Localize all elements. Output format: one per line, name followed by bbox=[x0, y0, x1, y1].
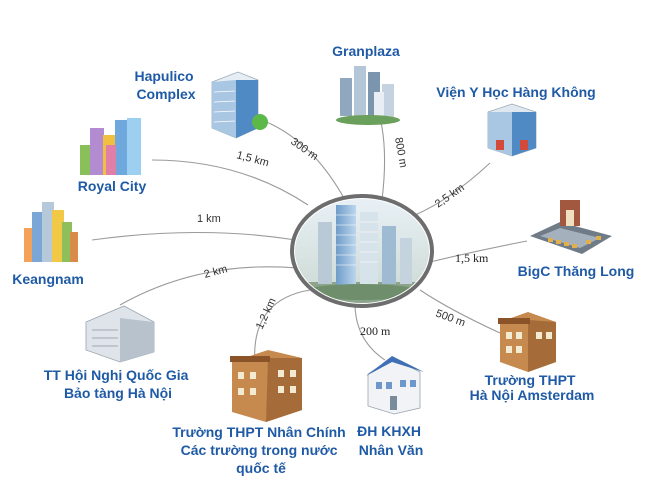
spoke-vien-y-hoc bbox=[414, 162, 491, 216]
distance-dh-khxh: 200 m bbox=[360, 324, 391, 338]
spoke-granplaza bbox=[379, 117, 386, 201]
label-nhan-chinh: Trường THPT Nhân Chính Các trường trong … bbox=[172, 424, 349, 476]
spoke-nhan-chinh bbox=[254, 289, 311, 366]
spoke-amsterdam bbox=[419, 289, 501, 334]
vien-y-hoc-building-icon bbox=[487, 103, 537, 157]
keangnam-building-icon bbox=[24, 202, 78, 262]
granplaza-building-icon bbox=[336, 66, 400, 125]
center-project-image bbox=[290, 194, 434, 308]
bigc-building-icon bbox=[530, 200, 612, 254]
distance-granplaza: 800 m bbox=[392, 136, 409, 168]
spoke-dh-khxh bbox=[354, 302, 386, 361]
distance-amsterdam: 500 m bbox=[434, 308, 467, 330]
distance-tt-hoi-nghi: 2 km bbox=[203, 263, 229, 281]
distance-royal-city: 1,5 km bbox=[235, 149, 270, 169]
place-labels: Hapulico Complex Granplaza Viện Y Học Hà… bbox=[12, 43, 634, 476]
connector-lines bbox=[91, 117, 528, 366]
label-bigc: BigC Thăng Long bbox=[518, 263, 635, 279]
spoke-keangnam bbox=[91, 231, 297, 241]
distance-bigc: 1,5 km bbox=[455, 251, 489, 265]
spoke-bigc bbox=[429, 240, 528, 263]
distance-keangnam: 1 km bbox=[197, 213, 221, 225]
spoke-hapulico bbox=[261, 119, 346, 201]
hapulico-building-icon bbox=[211, 71, 268, 139]
tt-hoi-nghi-building-icon bbox=[85, 305, 155, 363]
label-tt-hoi-nghi: TT Hội Nghị Quốc Gia Bảo tàng Hà Nội bbox=[44, 367, 193, 401]
distance-hapulico: 300 m bbox=[288, 136, 320, 163]
distance-nhan-chinh: 1,2 km bbox=[254, 296, 279, 331]
royal-city-building-icon bbox=[80, 118, 141, 175]
label-keangnam: Keangnam bbox=[12, 271, 84, 287]
nhan-chinh-building-icon bbox=[230, 350, 302, 422]
label-hapulico: Hapulico Complex bbox=[134, 68, 197, 102]
spoke-tt-hoi-nghi bbox=[119, 266, 299, 306]
label-royal-city: Royal City bbox=[78, 178, 147, 194]
amsterdam-building-icon bbox=[498, 312, 556, 372]
label-amsterdam: Trường THPT Hà Nội Amsterdam bbox=[470, 372, 595, 403]
label-dh-khxh: ĐH KHXH Nhân Văn bbox=[357, 423, 425, 458]
dh-khxh-building-icon bbox=[366, 356, 424, 415]
distance-vien-y-hoc: 2,5 km bbox=[433, 182, 467, 211]
spoke-royal-city bbox=[151, 159, 309, 206]
label-granplaza: Granplaza bbox=[332, 43, 400, 59]
label-vien-y-hoc: Viện Y Học Hàng Không bbox=[436, 84, 595, 100]
